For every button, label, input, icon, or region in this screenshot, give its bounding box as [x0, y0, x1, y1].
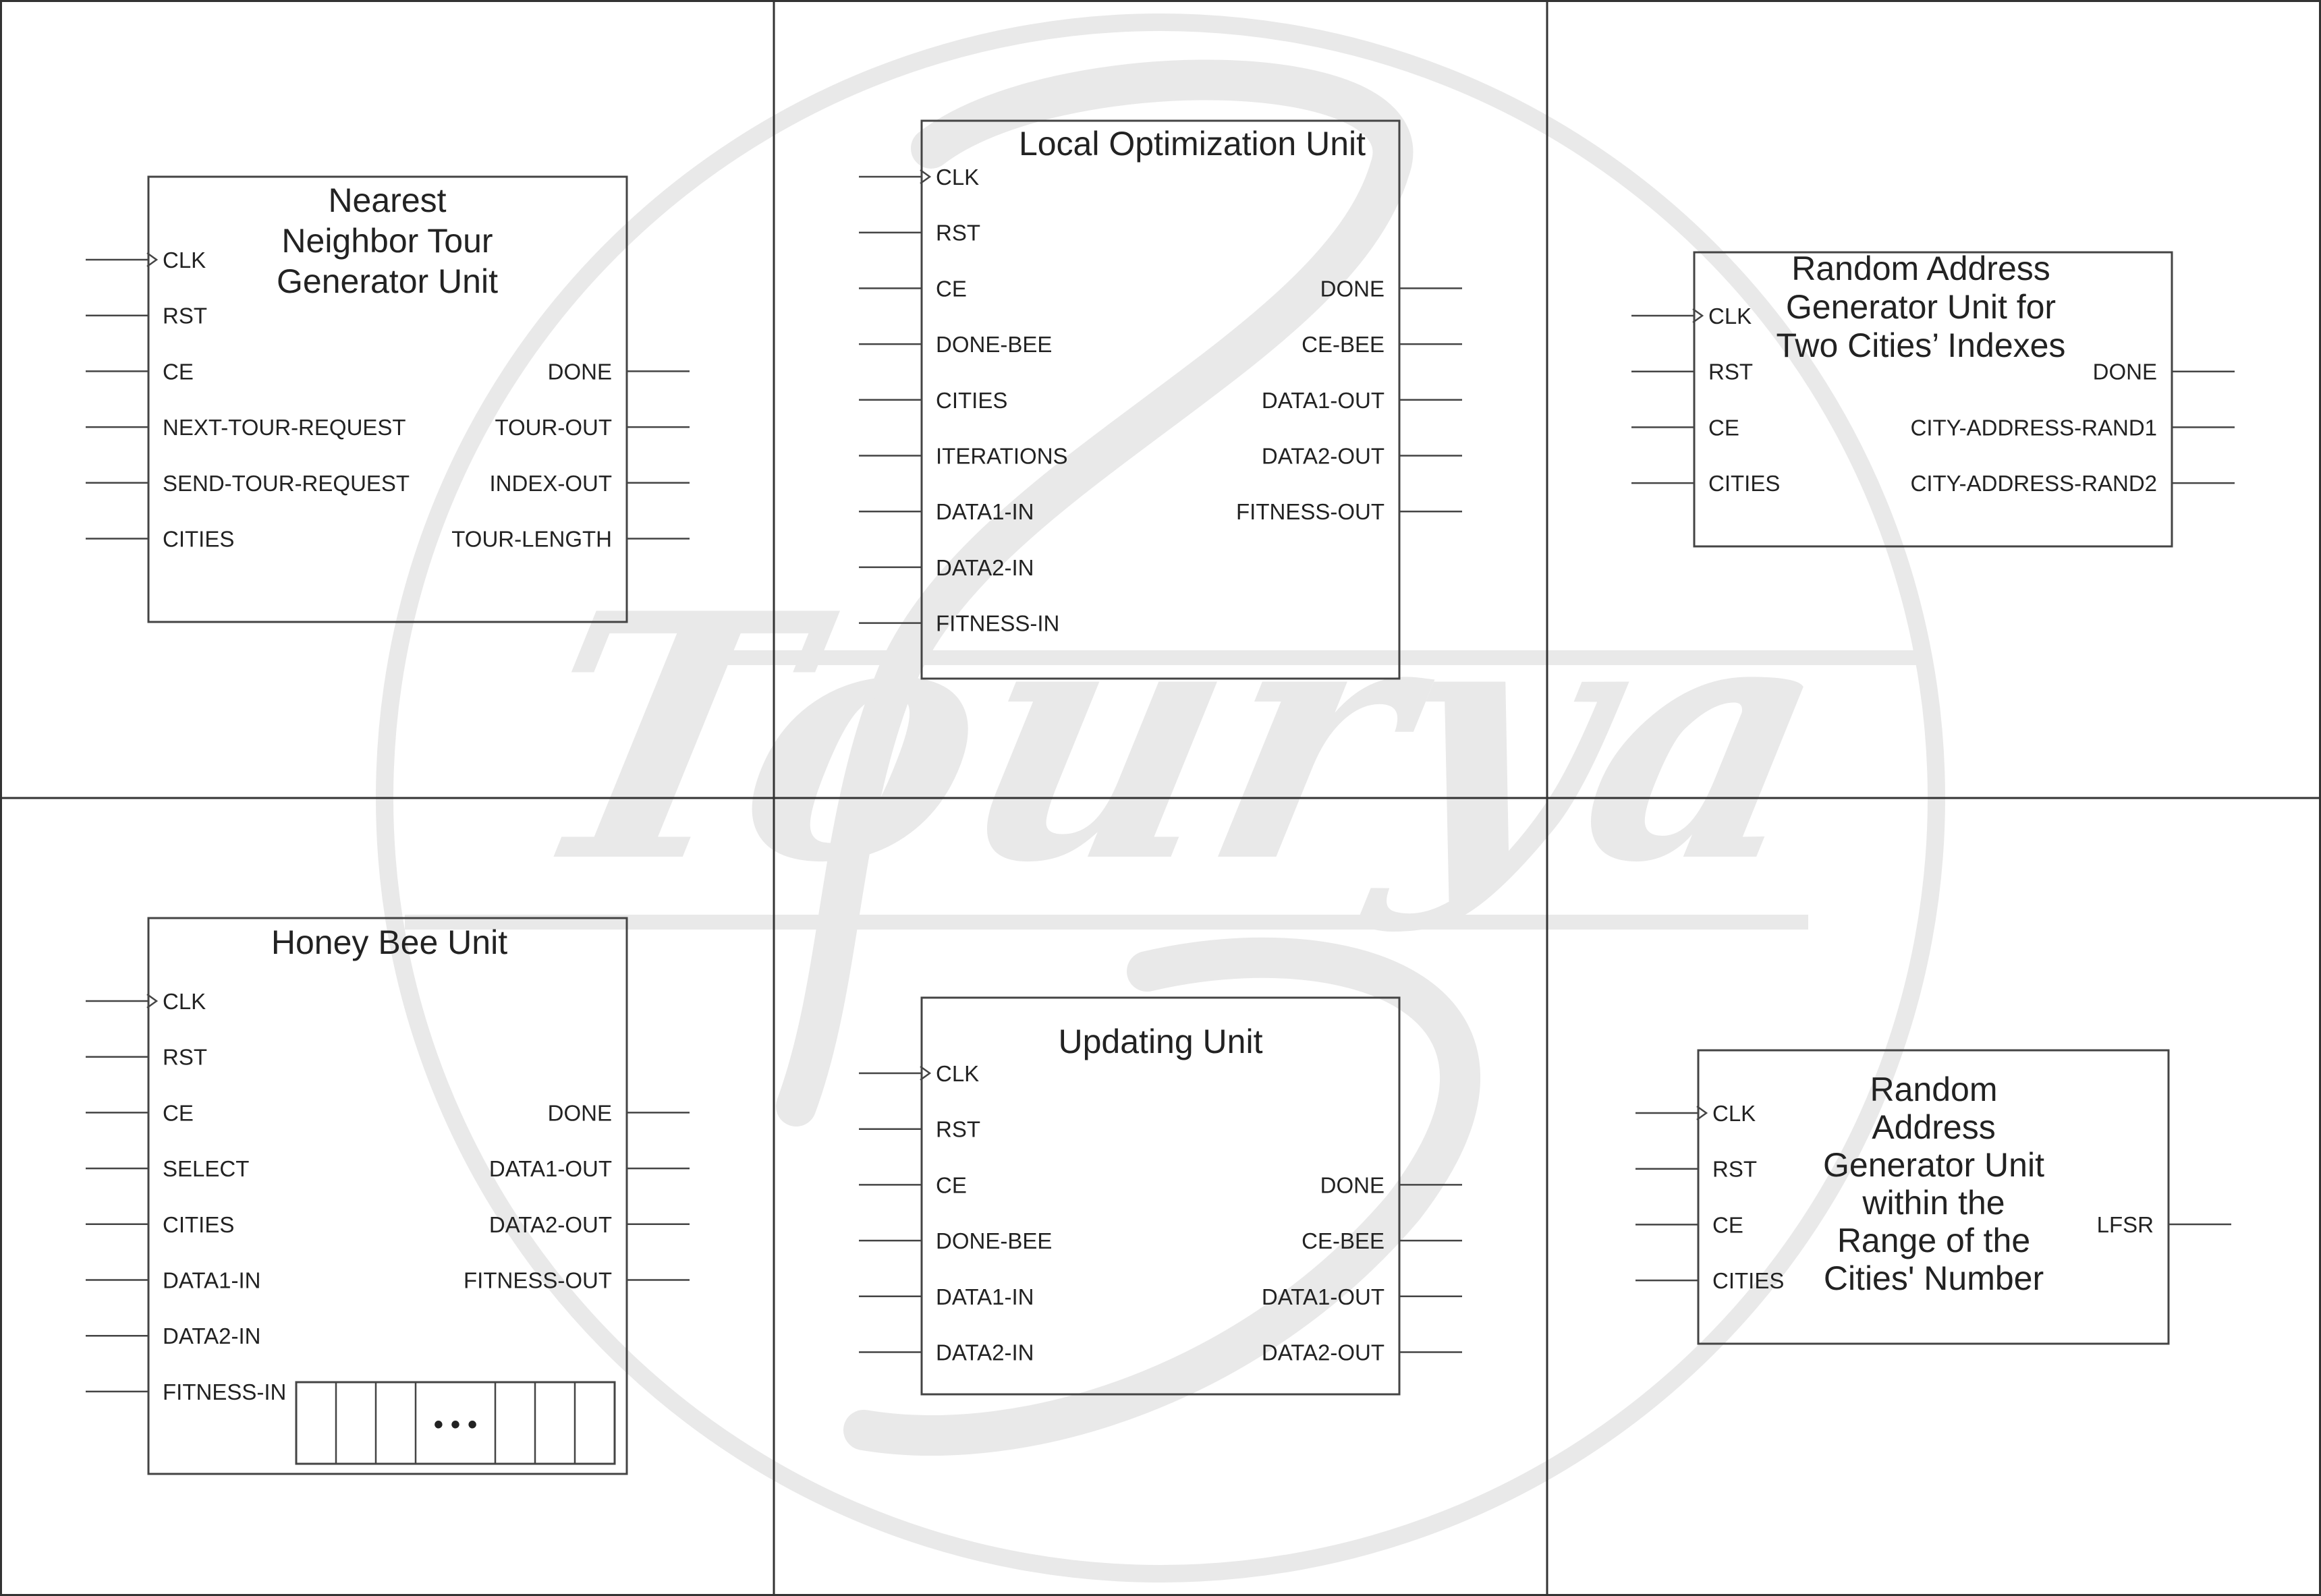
- input-pin-label: FITNESS-IN: [163, 1379, 286, 1404]
- output-pin-label: DATA2-OUT: [1262, 444, 1385, 469]
- unit-box: [920, 996, 1401, 1396]
- shift-register: • • •: [295, 1381, 616, 1465]
- unit-title-line: within the: [1862, 1184, 2005, 1222]
- input-pin-label: RST: [936, 1117, 980, 1142]
- output-pin-label: DONE: [548, 1100, 612, 1125]
- output-pin-label: CITY-ADDRESS-RAND2: [1910, 471, 2157, 496]
- input-pin-label: CE: [1712, 1212, 1743, 1237]
- output-pin-label: CE-BEE: [1302, 1228, 1385, 1253]
- input-pin-label: SELECT: [163, 1156, 249, 1181]
- unit-title-line: Generator Unit: [1823, 1146, 2044, 1184]
- input-pin-label: CE: [163, 359, 194, 384]
- output-pin-label: LFSR: [2097, 1212, 2154, 1237]
- input-pin-label: CE: [1708, 415, 1739, 440]
- input-pin-label: DATA1-IN: [936, 499, 1034, 524]
- unit-box: [147, 917, 628, 1475]
- input-pin-label: SEND-TOUR-REQUEST: [163, 471, 410, 496]
- unit-title-line: Generator Unit for: [1786, 288, 2056, 326]
- input-pin-label: CITIES: [936, 388, 1007, 413]
- input-pin-label: RST: [163, 1045, 207, 1070]
- input-pin-label: DATA2-IN: [936, 1340, 1034, 1365]
- output-pin-label: DATA2-OUT: [1262, 1340, 1385, 1365]
- input-pin-label: CE: [163, 1100, 194, 1125]
- unit-title-line: Two Cities’ Indexes: [1777, 326, 2066, 364]
- input-pin-label: CITIES: [1712, 1268, 1784, 1293]
- input-pin-label: CLK: [163, 248, 206, 273]
- input-pin-label: NEXT-TOUR-REQUEST: [163, 415, 406, 440]
- input-pin-label: CLK: [936, 165, 979, 190]
- clock-edge-icon: [146, 252, 159, 268]
- output-pin-label: DONE: [1320, 276, 1385, 301]
- unit-title-line: Generator Unit: [277, 262, 498, 300]
- input-pin-label: CLK: [1708, 304, 1752, 329]
- input-pin-label: RST: [163, 304, 207, 329]
- input-pin-label: DATA1-IN: [936, 1284, 1034, 1309]
- input-pin-label: DATA1-IN: [163, 1268, 260, 1293]
- output-pin-label: DATA1-OUT: [1262, 1284, 1385, 1309]
- output-pin-label: TOUR-LENGTH: [451, 527, 612, 552]
- unit-box: [1693, 251, 2173, 548]
- watermark-text: Tourya: [499, 540, 1858, 936]
- unit-title-line: Nearest: [328, 181, 446, 219]
- output-pin-label: DONE: [1320, 1172, 1385, 1197]
- unit-title-line: Honey Bee Unit: [271, 923, 507, 961]
- input-pin-label: CITIES: [163, 527, 234, 552]
- output-pin-label: DATA1-OUT: [1262, 388, 1385, 413]
- register-ellipsis: • • •: [434, 1410, 477, 1440]
- input-pin-label: CE: [936, 276, 967, 301]
- output-pin-label: DATA2-OUT: [489, 1212, 612, 1237]
- output-pin-label: DATA1-OUT: [489, 1156, 612, 1181]
- clock-edge-icon: [1692, 308, 1704, 324]
- input-pin-label: CITIES: [1708, 471, 1780, 496]
- unit-title-line: Range of the: [1837, 1222, 2030, 1259]
- unit-title-line: Updating Unit: [1059, 1023, 1263, 1060]
- input-pin-label: CLK: [936, 1061, 979, 1086]
- input-pin-label: DONE-BEE: [936, 332, 1052, 357]
- clock-edge-icon: [920, 169, 932, 185]
- output-pin-label: DONE: [2093, 360, 2157, 384]
- output-pin-label: DONE: [548, 359, 612, 384]
- input-pin-label: RST: [1712, 1157, 1757, 1182]
- clock-edge-icon: [146, 993, 159, 1009]
- unit-title-line: Cities' Number: [1824, 1259, 2044, 1297]
- input-pin-label: DATA2-IN: [936, 555, 1034, 580]
- output-pin-label: FITNESS-OUT: [1236, 499, 1385, 524]
- input-pin-label: RST: [936, 221, 980, 246]
- input-pin-label: DONE-BEE: [936, 1228, 1052, 1253]
- unit-title-line: Random: [1870, 1071, 1998, 1108]
- clock-edge-icon: [920, 1065, 932, 1081]
- unit-title-line: Random Address: [1791, 250, 2050, 287]
- input-pin-label: CITIES: [163, 1212, 234, 1237]
- output-pin-label: CITY-ADDRESS-RAND1: [1910, 415, 2157, 440]
- output-pin-label: TOUR-OUT: [495, 415, 612, 440]
- input-pin-label: ITERATIONS: [936, 444, 1068, 469]
- register-frame: [295, 1381, 616, 1465]
- unit-box: [1697, 1049, 2170, 1345]
- clock-edge-icon: [1696, 1105, 1708, 1121]
- output-pin-label: INDEX-OUT: [490, 471, 613, 496]
- input-pin-label: CE: [936, 1172, 967, 1197]
- input-pin-label: CLK: [163, 989, 206, 1014]
- input-pin-label: RST: [1708, 360, 1753, 384]
- unit-title-line: Address: [1872, 1108, 1995, 1146]
- watermark-logo: Tourya: [376, 13, 1945, 1583]
- input-pin-label: FITNESS-IN: [936, 611, 1059, 636]
- unit-title-line: Local Optimization Unit: [1019, 125, 1366, 163]
- output-pin-label: CE-BEE: [1302, 332, 1385, 357]
- output-pin-label: FITNESS-OUT: [464, 1268, 612, 1293]
- unit-box: [147, 175, 628, 623]
- unit-title-line: Neighbor Tour: [281, 222, 493, 260]
- input-pin-label: DATA2-IN: [163, 1323, 260, 1348]
- input-pin-label: CLK: [1712, 1101, 1756, 1126]
